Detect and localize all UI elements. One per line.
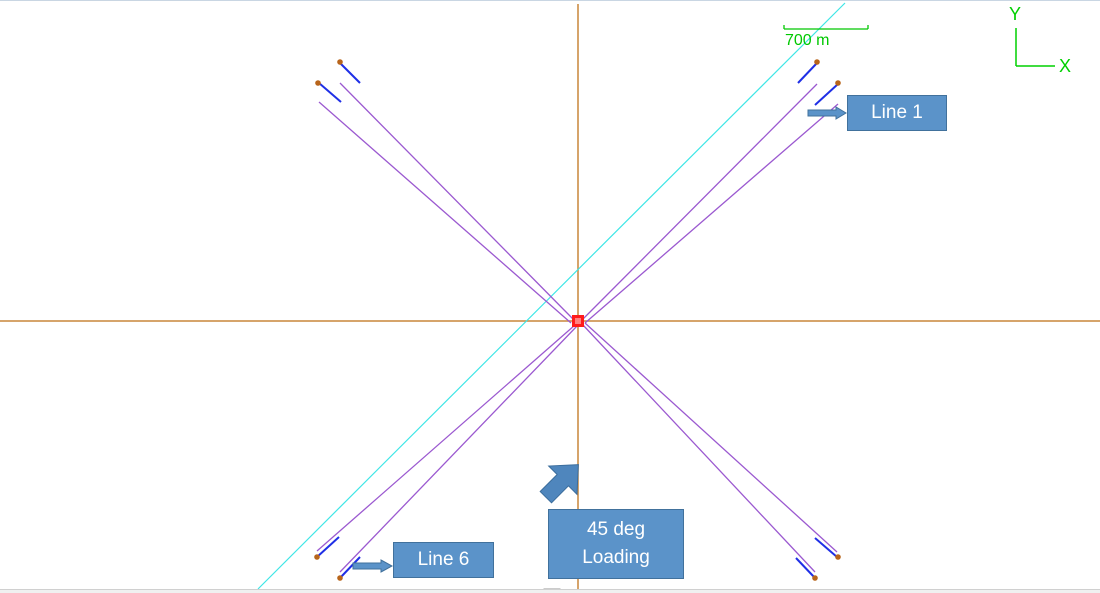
axis-triad bbox=[1015, 28, 1055, 67]
line1-callout-text: Line 1 bbox=[871, 102, 923, 123]
mooring-lines bbox=[316, 82, 839, 573]
loading-direction-arrow bbox=[539, 464, 579, 504]
vessel-marker[interactable] bbox=[572, 315, 584, 327]
anchor-point-4 bbox=[315, 80, 321, 86]
scale-bar-label: 700 m bbox=[785, 32, 830, 49]
heading-line bbox=[257, 2, 846, 590]
line6-callout-text: Line 6 bbox=[417, 549, 470, 570]
scale-bar bbox=[783, 25, 869, 30]
loading-callout: 45 deg Loading bbox=[548, 509, 684, 579]
mooring-line-4 bbox=[318, 101, 572, 324]
mooring-line-8 bbox=[584, 322, 838, 553]
mooring-line-1 bbox=[582, 83, 818, 320]
anchor-point-6 bbox=[337, 575, 343, 581]
mooring-line-6 bbox=[339, 324, 579, 573]
anchor-point-5 bbox=[314, 554, 320, 560]
end-segment-4 bbox=[318, 82, 342, 103]
line-end-segments bbox=[316, 62, 839, 579]
end-segment-8 bbox=[814, 537, 838, 558]
loading-callout-line-a: 45 deg bbox=[586, 519, 646, 540]
end-segment-5 bbox=[316, 536, 340, 558]
line1-callout: Line 1 bbox=[847, 95, 947, 131]
anchor-points bbox=[314, 59, 841, 581]
axis-x-label: X bbox=[1059, 56, 1072, 76]
end-segment-3 bbox=[339, 62, 361, 84]
end-segment-2 bbox=[814, 83, 839, 106]
viewport-bottom-bar bbox=[0, 589, 1100, 593]
line1-callout-arrow bbox=[807, 106, 847, 120]
anchor-point-1 bbox=[814, 59, 820, 65]
anchor-point-8 bbox=[835, 554, 841, 560]
anchor-point-2 bbox=[835, 80, 841, 86]
line6-callout-arrow bbox=[352, 559, 394, 573]
mooring-line-3 bbox=[339, 82, 574, 320]
mooring-line-7 bbox=[582, 324, 816, 573]
loading-callout-line-b: Loading bbox=[582, 547, 650, 568]
anchor-point-3 bbox=[337, 59, 343, 65]
anchor-point-7 bbox=[812, 575, 818, 581]
axis-y-label: Y bbox=[1009, 4, 1022, 24]
end-segment-1 bbox=[797, 62, 818, 84]
line6-callout: Line 6 bbox=[393, 542, 494, 578]
mooring-line-2 bbox=[584, 103, 839, 324]
end-segment-6 bbox=[339, 556, 361, 579]
mooring-line-5 bbox=[316, 324, 576, 552]
end-segment-7 bbox=[795, 557, 816, 579]
